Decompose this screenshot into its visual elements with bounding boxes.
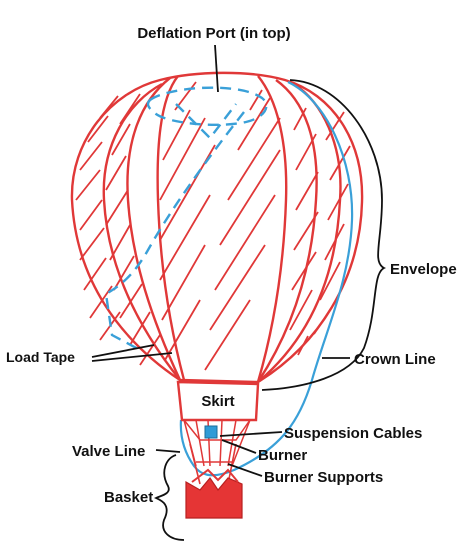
burner <box>204 425 218 439</box>
crown-line-label: Crown Line <box>354 351 436 368</box>
skirt-label: Skirt <box>201 393 234 410</box>
envelope-label: Envelope <box>390 261 457 278</box>
suspension-cables-label: Suspension Cables <box>284 425 422 442</box>
skirt <box>176 380 260 422</box>
envelope-hatching <box>75 81 351 371</box>
burner-supports-label: Burner Supports <box>264 469 383 486</box>
load-tape-pointer-a <box>91 344 155 358</box>
deflation-port-label: Deflation Port (in top) <box>137 25 290 42</box>
annotation-lines <box>91 44 387 541</box>
crown-line <box>179 81 354 477</box>
basket <box>185 476 243 519</box>
burner-pointer <box>221 439 257 454</box>
basket-rim <box>191 468 239 483</box>
burner-supports-pointer <box>227 463 263 477</box>
deflation-port <box>104 86 268 352</box>
burner-label: Burner <box>258 447 307 464</box>
valve-line-label: Valve Line <box>72 443 145 460</box>
basket-brace <box>153 454 185 541</box>
load-tape-pointer-b <box>91 352 173 362</box>
basket-label: Basket <box>104 489 153 506</box>
suspension-cables <box>183 419 251 467</box>
deflation-port-pointer <box>214 44 219 93</box>
load-tape-label: Load Tape <box>6 349 75 365</box>
envelope-brace <box>261 79 387 391</box>
valve-line-pointer <box>155 449 181 453</box>
envelope <box>70 71 364 384</box>
suspension-cables-pointer <box>219 431 283 437</box>
